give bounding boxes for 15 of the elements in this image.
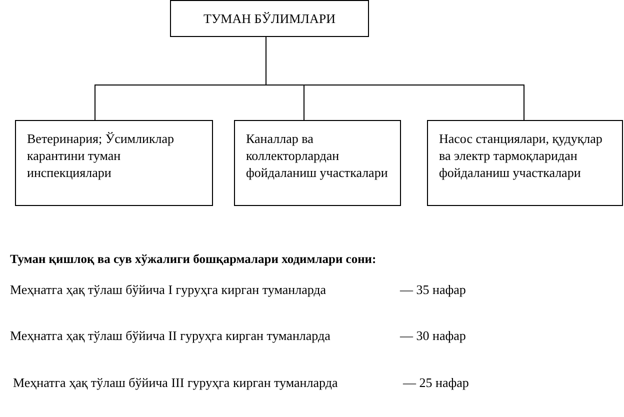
value-label: — 25 нафар: [403, 375, 469, 391]
value-label: — 35 нафар: [400, 282, 466, 298]
row-label: Меҳнатга ҳақ тўлаш бўйича II гуруҳга кирган туманларда: [10, 328, 330, 344]
row-label: Меҳнатга ҳақ тўлаш бўйича I гуруҳга кирган туманларда: [10, 282, 326, 298]
box-label: Ветеринария; Ўсимликлар карантини туман инспекциялари: [27, 130, 176, 181]
box-label: Насос станциялари, қудуқлар ва электр тармоқларидан фойдаланиш участкалари: [439, 130, 604, 181]
org-box: [170, 0, 369, 37]
box-label: Каналлар ва коллекторлардан фойдаланиш участкалари: [246, 130, 389, 181]
row-label: Меҳнатга ҳақ тўлаш бўйича III гуруҳга кирган туманларда: [13, 375, 338, 391]
org-box: [15, 120, 213, 206]
value-label: — 30 нафар: [400, 328, 466, 344]
box-label: ТУМАН БЎЛИМЛАРИ: [204, 10, 336, 27]
org-box: [234, 120, 401, 206]
org-box: [427, 120, 623, 206]
heading-text: Туман қишлоқ ва сув хўжалиги бошқармалари ходимлари сони:: [10, 251, 376, 267]
